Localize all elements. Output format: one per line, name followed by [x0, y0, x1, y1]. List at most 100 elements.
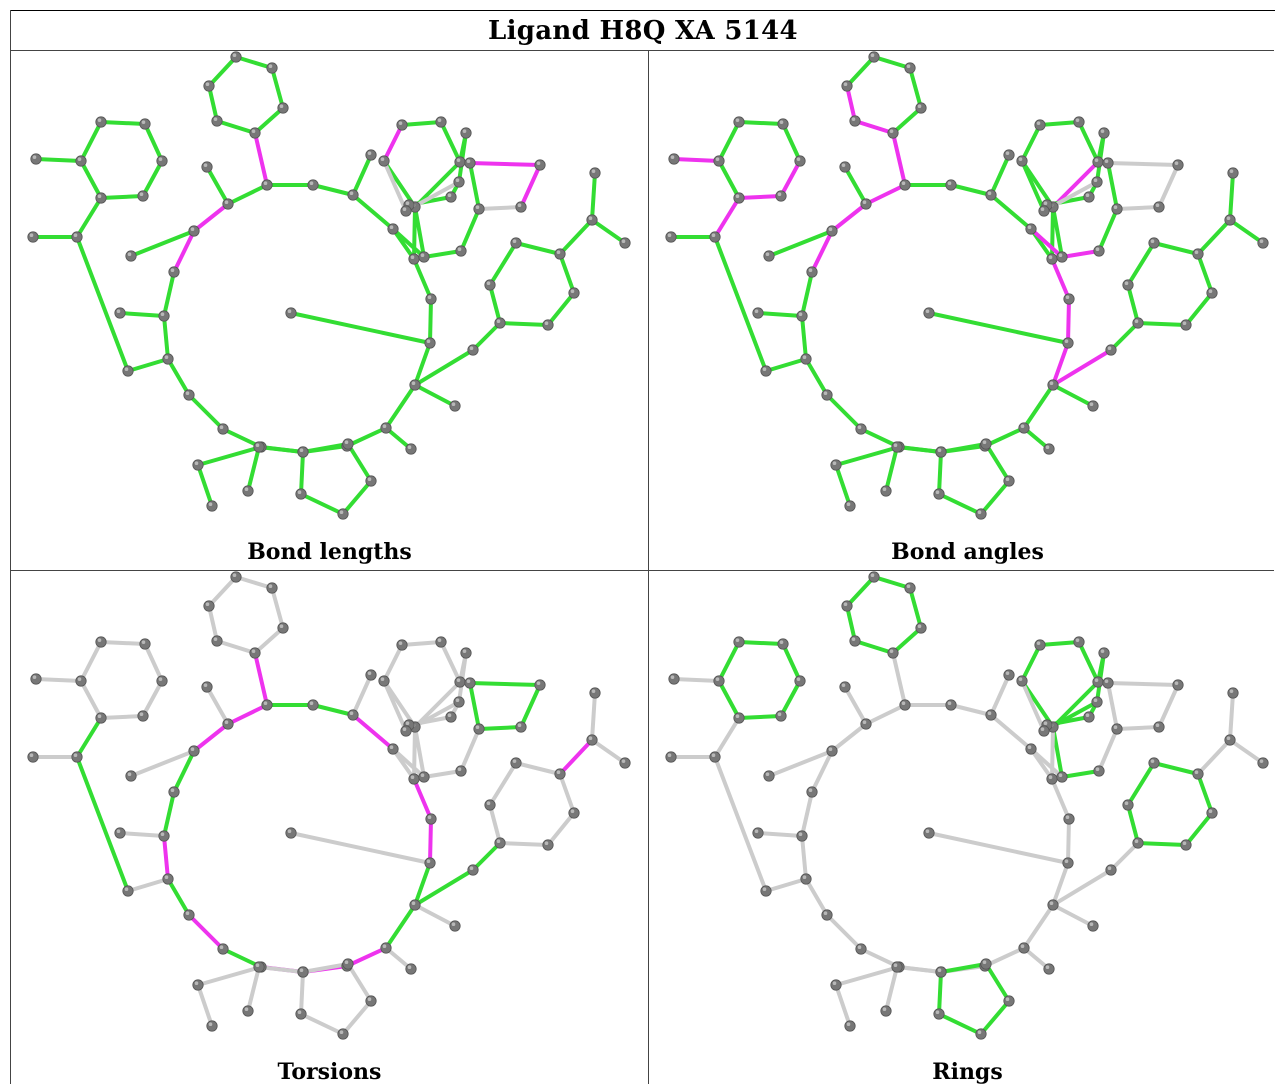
bond	[1029, 747, 1064, 779]
atom-highlight	[1150, 759, 1155, 763]
atom-highlight	[73, 233, 78, 237]
atom-highlight	[299, 968, 304, 972]
atom-highlight	[297, 490, 302, 495]
bond	[519, 163, 542, 209]
bond	[834, 463, 852, 508]
molecule-bond-angles	[665, 51, 1269, 520]
atom-highlight	[1107, 346, 1112, 351]
bond	[1136, 321, 1188, 327]
atom-highlight	[1036, 121, 1041, 125]
atom	[763, 770, 775, 782]
atom-highlight	[427, 815, 432, 819]
bond	[413, 383, 457, 408]
bond	[301, 442, 350, 454]
atom-highlight	[251, 649, 256, 653]
atom-highlight	[116, 829, 121, 833]
atom	[162, 873, 174, 885]
atom-highlight	[536, 161, 541, 165]
atom-highlight	[367, 151, 372, 155]
atom-highlight	[29, 753, 34, 757]
atom-highlight	[870, 573, 875, 577]
atom-highlight	[779, 120, 784, 124]
atom	[855, 423, 867, 435]
bond	[872, 55, 912, 70]
atom-highlight	[906, 584, 911, 588]
bond	[498, 321, 550, 327]
atom	[841, 80, 853, 92]
atom-highlight	[1093, 178, 1098, 182]
bond	[162, 834, 170, 881]
atom	[266, 62, 278, 74]
atom-highlight	[591, 689, 596, 693]
bond	[207, 84, 219, 123]
atom	[418, 251, 430, 263]
atom-highlight	[1027, 225, 1032, 229]
atom-highlight	[469, 866, 474, 870]
atom-highlight	[1134, 839, 1139, 843]
atom	[868, 51, 880, 63]
atom	[408, 253, 420, 265]
atom-highlight	[670, 155, 675, 159]
atom	[378, 155, 390, 167]
atom-highlight	[462, 649, 467, 653]
atom	[464, 677, 476, 689]
bonds	[31, 575, 627, 1036]
bond	[937, 1012, 983, 1036]
atom	[510, 757, 522, 769]
atom-highlight	[426, 859, 431, 863]
bond	[1184, 811, 1214, 847]
bond	[864, 183, 907, 206]
atom	[1063, 293, 1075, 305]
bond	[927, 831, 1070, 865]
atom-highlight	[1005, 997, 1010, 1001]
atom	[1148, 757, 1160, 769]
atom	[454, 156, 466, 168]
bond	[558, 218, 594, 256]
atom-highlight	[1124, 801, 1129, 805]
atom	[1025, 223, 1037, 235]
bond	[471, 841, 502, 872]
atom	[455, 245, 467, 257]
atom-highlight	[843, 602, 848, 606]
bond	[253, 651, 269, 707]
atom-highlight	[1045, 965, 1050, 969]
atom-highlight	[279, 104, 284, 108]
atom-highlight	[451, 402, 456, 407]
bond	[979, 479, 1011, 516]
atom-highlight	[1065, 815, 1070, 819]
bond	[351, 153, 373, 197]
bond	[804, 877, 829, 917]
bond	[428, 817, 433, 865]
bond	[984, 442, 1011, 483]
atom-highlight	[1040, 207, 1045, 211]
atom-highlight	[846, 1022, 851, 1026]
atom-highlight	[889, 649, 894, 653]
bond	[1109, 321, 1140, 352]
bond	[737, 120, 785, 126]
panel-bond-angles: Bond angles	[649, 51, 1275, 571]
atom	[855, 943, 867, 955]
atom-highlight	[244, 1007, 249, 1011]
atom	[1102, 677, 1114, 689]
bond	[1126, 803, 1140, 845]
atom	[114, 307, 126, 319]
atom-highlight	[777, 712, 782, 716]
atom	[796, 830, 808, 842]
atom-highlight	[901, 181, 906, 185]
atom-highlight	[309, 701, 314, 705]
atom-highlight	[1058, 773, 1063, 777]
atom	[297, 966, 309, 978]
atom	[1003, 149, 1015, 161]
bond	[413, 680, 462, 729]
column-divider	[648, 50, 649, 1084]
atom-highlight	[380, 157, 385, 161]
atom	[904, 582, 916, 594]
bond	[166, 357, 191, 397]
atom-highlight	[828, 227, 833, 231]
atom	[668, 153, 680, 165]
bond	[713, 755, 768, 893]
bond	[141, 159, 164, 198]
atom	[242, 1005, 254, 1017]
atom	[139, 638, 151, 650]
panel-bond-lengths: Bond lengths	[11, 51, 648, 571]
